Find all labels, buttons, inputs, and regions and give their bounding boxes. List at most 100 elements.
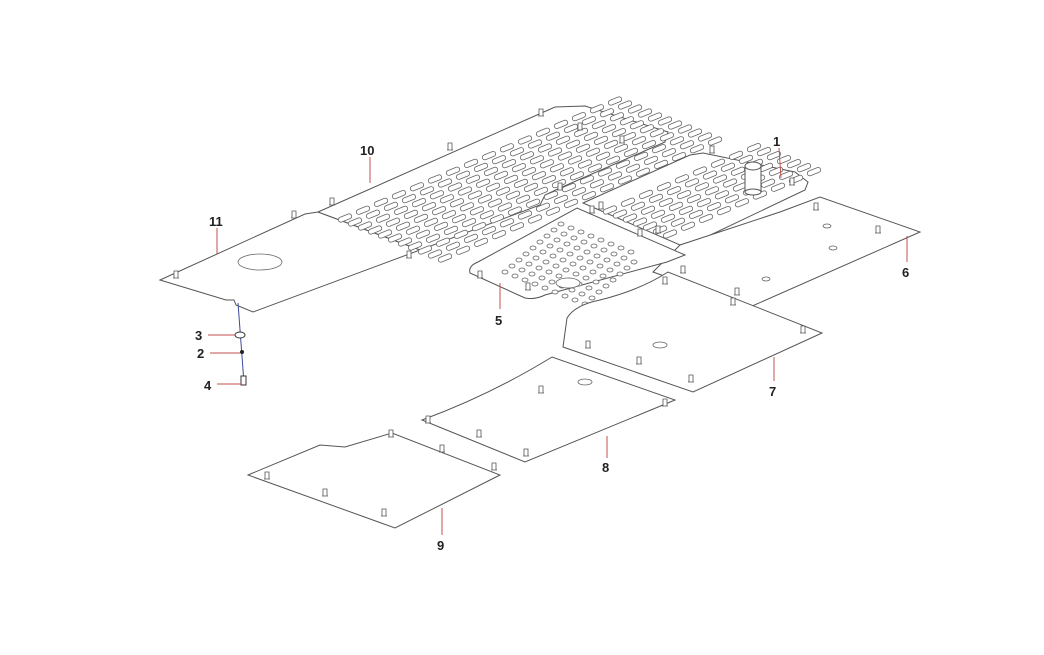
grille-slot	[571, 112, 587, 122]
grille-slot	[688, 209, 704, 219]
grille-slot	[706, 202, 722, 212]
perforation-hole	[588, 295, 596, 301]
stud-icon	[538, 108, 544, 117]
stud-icon	[688, 374, 694, 383]
part-10-grille-plate	[316, 96, 723, 263]
grille-slot	[517, 135, 533, 145]
perforation-hole	[552, 263, 560, 269]
perforation-hole	[630, 259, 638, 265]
grille-slot	[479, 210, 495, 220]
grille-slot	[607, 171, 623, 181]
stud-icon	[538, 385, 544, 394]
grille-slot	[738, 154, 754, 164]
perforation-hole	[549, 253, 557, 259]
grille-slot	[365, 209, 381, 219]
grille-slot	[497, 202, 513, 212]
grille-slot	[535, 202, 551, 212]
grille-slot	[625, 163, 641, 173]
grille-slot	[493, 170, 509, 180]
grille-slot	[631, 136, 647, 146]
grille-slot	[710, 158, 726, 168]
grille-slot	[698, 213, 714, 223]
callout-6: 6	[902, 236, 909, 280]
grille-slot	[583, 131, 599, 141]
grille-slot	[730, 166, 746, 176]
grille-slot	[495, 186, 511, 196]
grille-slot	[407, 241, 423, 251]
grille-slot	[620, 197, 636, 207]
grille-slot	[525, 198, 541, 208]
callout-label: 7	[769, 384, 776, 399]
perforation-hole	[535, 265, 543, 271]
grille-slot	[373, 197, 389, 207]
perforation-hole	[543, 233, 551, 239]
part-8-floor-plate	[420, 356, 677, 463]
perforation-hole	[545, 269, 553, 275]
perforation-hole	[515, 257, 523, 263]
grille-slot	[689, 144, 705, 154]
grille-slot	[553, 119, 569, 129]
grille-slot	[756, 147, 772, 157]
grille-slot	[473, 162, 489, 172]
stud-icon	[619, 135, 625, 144]
perforation-hole	[620, 255, 628, 261]
grille-slot	[589, 104, 605, 114]
grille-slot	[609, 112, 625, 122]
grille-slot	[507, 206, 523, 216]
grille-slot	[679, 140, 695, 150]
grille-slot	[657, 116, 673, 126]
grille-slot	[489, 214, 505, 224]
callout-label: 4	[204, 378, 212, 393]
perforation-hole	[546, 243, 554, 249]
grille-slot	[463, 158, 479, 168]
perforation-hole	[539, 249, 547, 255]
grille-slot	[722, 178, 738, 188]
grille-slot	[511, 163, 527, 173]
callout-10: 10	[360, 143, 374, 183]
perforation-hole	[572, 271, 580, 277]
grille-slot	[599, 183, 615, 193]
grille-slot	[642, 221, 658, 231]
stud-icon	[525, 282, 531, 291]
grille-slot	[385, 217, 401, 227]
grille-slot	[704, 186, 720, 196]
grille-slot	[347, 217, 363, 227]
grille-slot	[491, 230, 507, 240]
stud-icon	[577, 122, 583, 131]
perforation-hole	[529, 245, 537, 251]
perforation-hole	[536, 239, 544, 245]
grille-slot	[503, 174, 519, 184]
grille-slot	[677, 124, 693, 134]
callout-label: 9	[437, 538, 444, 553]
perforation-hole	[538, 275, 546, 281]
grille-slot	[640, 205, 656, 215]
grille-slot	[633, 151, 649, 161]
grille-slot	[441, 210, 457, 220]
stud-icon	[491, 462, 497, 471]
perforation-hole	[521, 277, 529, 283]
grille-slot	[641, 140, 657, 150]
grille-slot	[421, 202, 437, 212]
grille-slot	[517, 210, 533, 220]
grille-slot	[587, 163, 603, 173]
grille-slot	[694, 182, 710, 192]
stud-icon	[291, 210, 297, 219]
grille-slot	[459, 202, 475, 212]
grille-slot	[720, 162, 736, 172]
grille-slot	[547, 147, 563, 157]
perforation-hole	[597, 237, 605, 243]
stud-icon	[381, 508, 387, 517]
grille-slot	[557, 151, 573, 161]
grille-slot	[581, 191, 597, 201]
grille-slot	[627, 104, 643, 114]
stud-icon	[800, 325, 806, 334]
stud-icon	[813, 202, 819, 211]
perforation-hole	[569, 261, 577, 267]
grille-slot	[635, 167, 651, 177]
stud-icon	[598, 201, 604, 210]
grille-slot	[670, 217, 686, 227]
grille-slot	[622, 213, 638, 223]
stud-icon	[734, 287, 740, 296]
grille-slot	[447, 182, 463, 192]
grille-slot	[485, 182, 501, 192]
